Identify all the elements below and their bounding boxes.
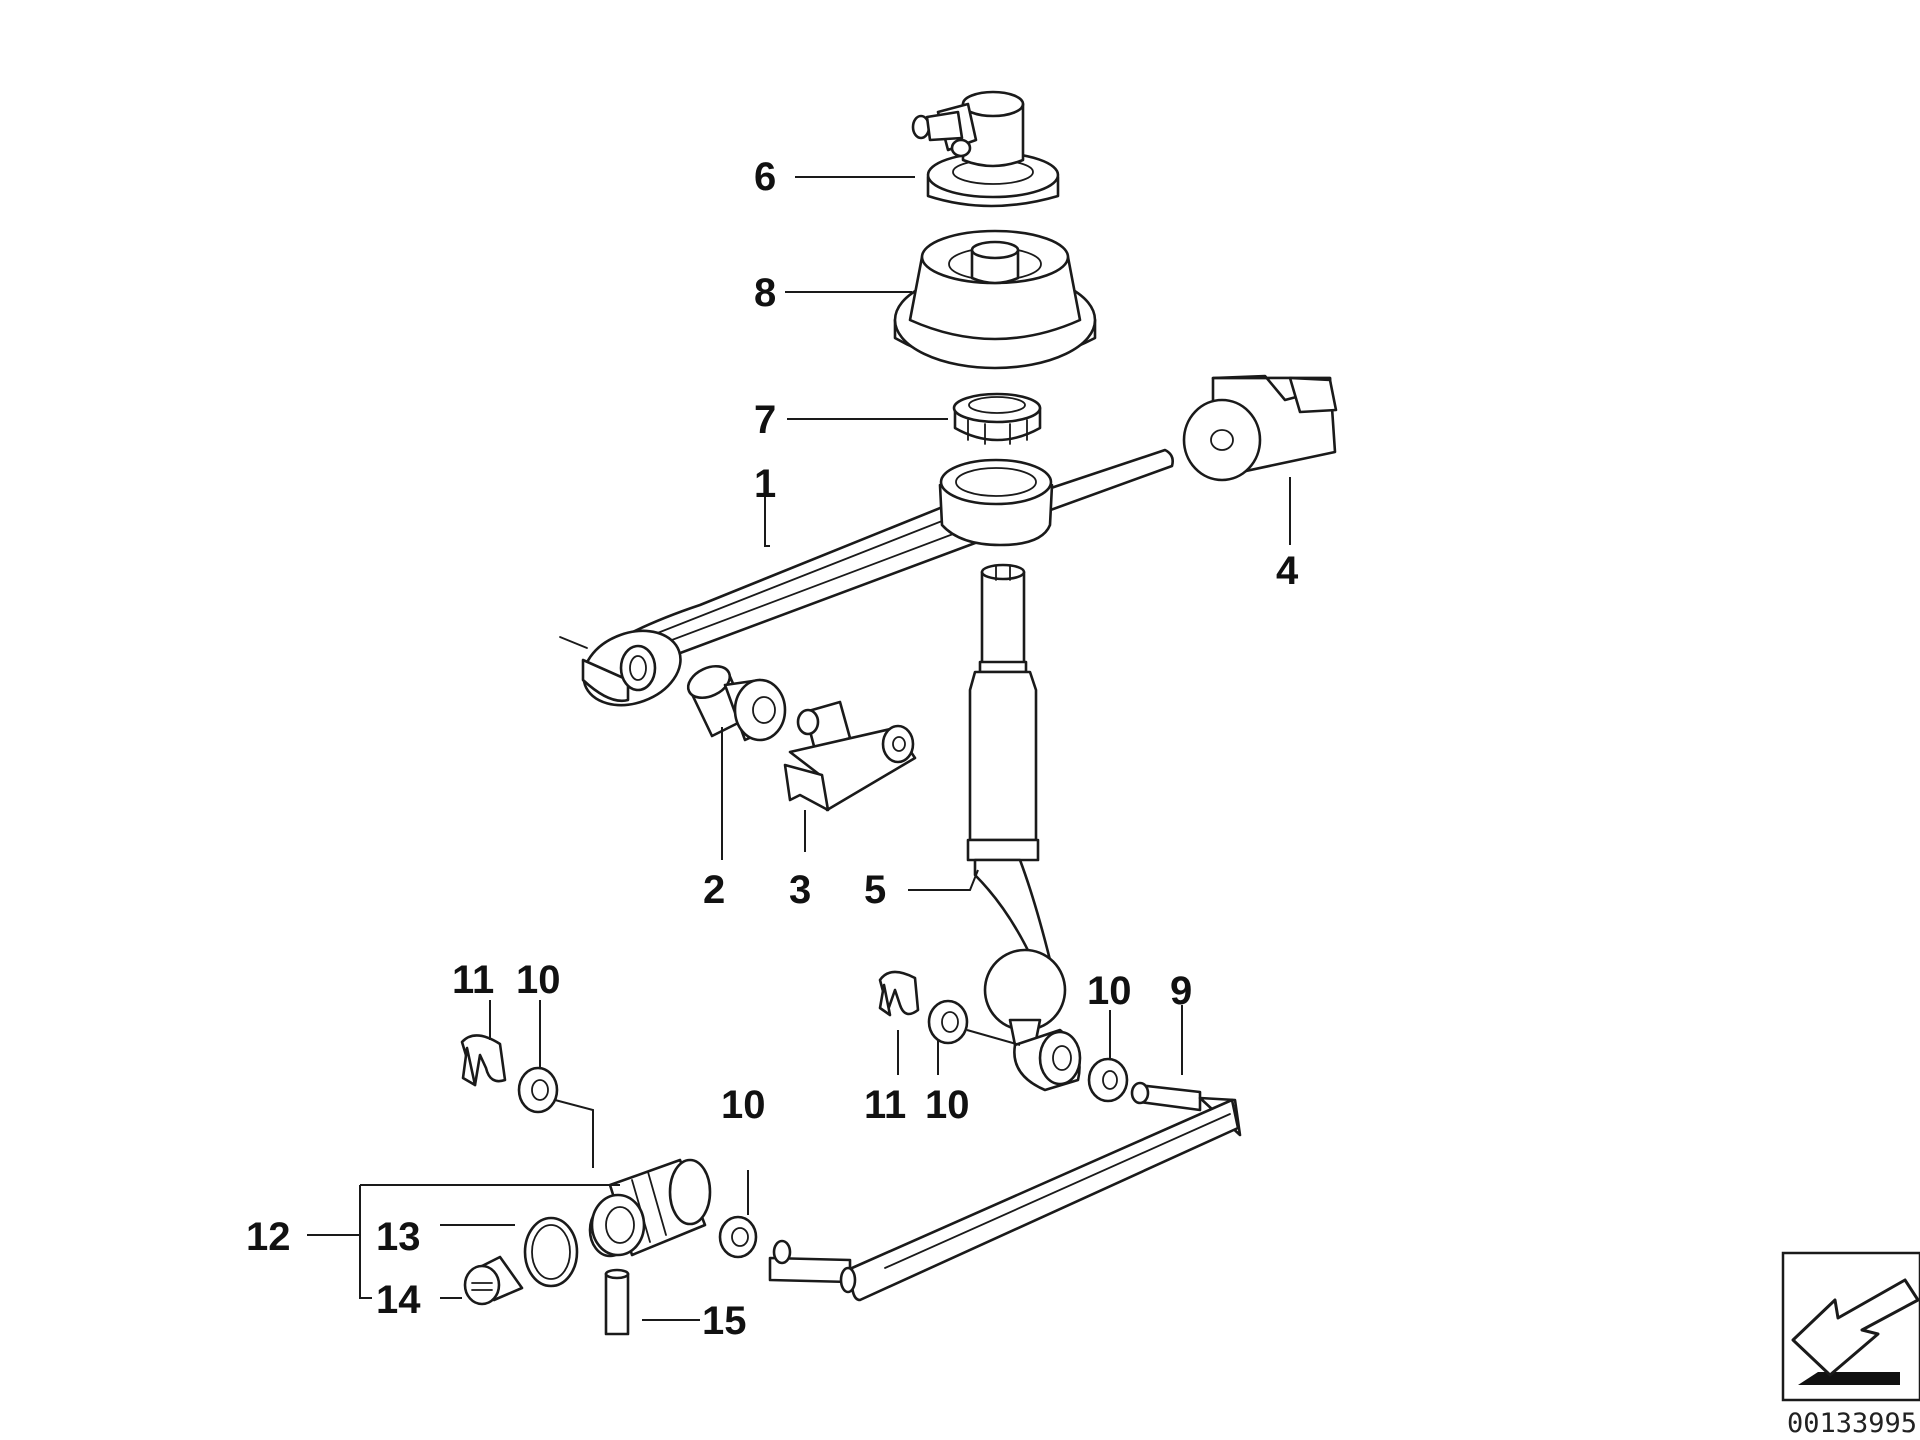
part-8-boot bbox=[893, 229, 1097, 370]
callout-8: 8 bbox=[754, 271, 776, 315]
callout-1: 1 bbox=[754, 462, 776, 506]
part-14-bush bbox=[463, 1255, 524, 1306]
callout-9: 9 bbox=[1170, 969, 1192, 1013]
callout-13: 13 bbox=[376, 1215, 421, 1259]
part-5-shift-rod bbox=[966, 563, 1067, 1047]
part-15-pin bbox=[604, 1268, 630, 1336]
selector-rod bbox=[768, 1081, 1242, 1302]
callout-3: 3 bbox=[789, 868, 811, 912]
callout-labels: 6 8 7 1 4 2 3 5 11 10 10 9 10 11 10 12 1… bbox=[246, 155, 1299, 1343]
callout-11-left: 11 bbox=[452, 958, 494, 1002]
part-13-snap-ring bbox=[523, 1216, 579, 1288]
callout-15: 15 bbox=[702, 1299, 747, 1343]
callout-6: 6 bbox=[754, 155, 776, 199]
leader-lines bbox=[307, 176, 1291, 1321]
part-2-bushing bbox=[686, 664, 787, 742]
part-10-washer-right bbox=[927, 999, 969, 1045]
catalog-number: 00133995 bbox=[1787, 1408, 1917, 1439]
part-10-washer-left bbox=[517, 1066, 559, 1114]
part-12-coupling bbox=[588, 1158, 712, 1258]
callout-10-right-top: 10 bbox=[1087, 969, 1132, 1013]
part-10-washer-rear-right bbox=[1087, 1057, 1129, 1103]
callout-12: 12 bbox=[246, 1215, 291, 1259]
callout-10-middle: 10 bbox=[721, 1083, 766, 1127]
callout-10-left: 10 bbox=[516, 958, 561, 1002]
callout-5: 5 bbox=[864, 868, 886, 912]
part-11-clip-left bbox=[460, 1034, 507, 1087]
part-6-clamp bbox=[911, 90, 1060, 208]
part-9-selector-joint bbox=[1013, 1028, 1082, 1092]
callout-2: 2 bbox=[703, 868, 725, 912]
callout-7: 7 bbox=[754, 398, 776, 442]
part-1-lever-arm bbox=[559, 448, 1174, 707]
part-4-mount bbox=[1182, 374, 1338, 482]
part-11-clip-right bbox=[878, 970, 920, 1017]
part-10-washer-middle bbox=[718, 1215, 758, 1259]
callout-10-right-bottom: 10 bbox=[925, 1083, 970, 1127]
view-direction-arrow-icon bbox=[1781, 1251, 1920, 1402]
callout-14: 14 bbox=[376, 1278, 421, 1322]
part-7-bearing bbox=[952, 392, 1042, 445]
callout-11-right: 11 bbox=[864, 1083, 906, 1127]
part-3-bracket bbox=[783, 700, 917, 812]
callout-4: 4 bbox=[1276, 549, 1299, 593]
